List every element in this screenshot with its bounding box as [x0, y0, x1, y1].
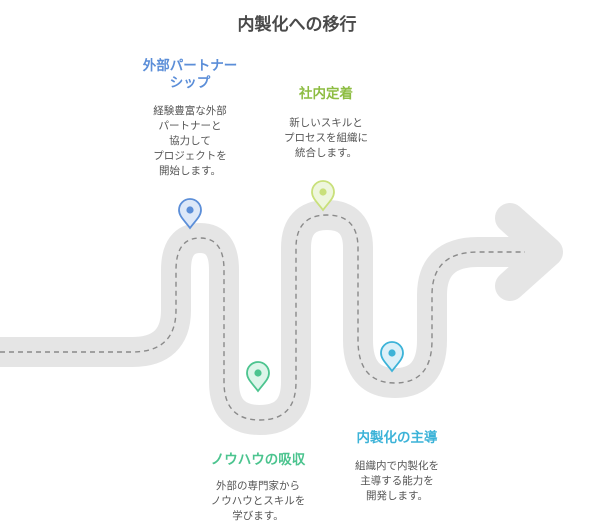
- desc-line: パートナーと: [158, 120, 222, 132]
- diagram-title: 内製化への移行: [237, 15, 357, 35]
- step-title-internal-adoption: 社内定着: [266, 86, 386, 103]
- road: [0, 200, 548, 435]
- desc-line: 組織内で内製化を: [355, 460, 439, 472]
- desc-line: 経験豊富な外部: [153, 105, 227, 117]
- map-pin-icon: [178, 198, 202, 230]
- road-arrow-head: [495, 203, 563, 301]
- desc-line: 開発します。: [366, 490, 428, 502]
- step-desc-external-partnership: 経験豊富な外部 パートナーと 協力して プロジェクトを 開始します。: [127, 104, 253, 179]
- step-title-line: 外部パートナー: [142, 58, 238, 74]
- desc-line: プロセスを組織に: [284, 132, 368, 144]
- step-desc-knowhow-absorption: 外部の専門家から ノウハウとスキルを 学びます。: [183, 479, 333, 524]
- desc-line: 主導する能力を: [360, 475, 434, 487]
- step-title-line: ノウハウの吸収: [210, 452, 306, 468]
- desc-line: 学びます。: [232, 510, 284, 522]
- step-title-line: 社内定着: [299, 86, 353, 102]
- step-title-external-partnership: 外部パートナー シップ: [115, 58, 265, 92]
- desc-line: 開始します。: [159, 165, 221, 177]
- desc-line: ノウハウとスキルを: [210, 495, 306, 507]
- desc-line: プロジェクトを: [153, 150, 227, 162]
- map-pin-icon: [311, 180, 335, 212]
- step-title-insourcing-leadership: 内製化の主導: [327, 430, 467, 447]
- road-center-line: [0, 214, 525, 421]
- step-title-line: シップ: [169, 75, 211, 91]
- step-title-knowhow-absorption: ノウハウの吸収: [188, 452, 328, 469]
- desc-line: 協力して: [169, 135, 211, 147]
- desc-line: 新しいスキルと: [289, 117, 363, 129]
- step-desc-internal-adoption: 新しいスキルと プロセスを組織に 統合します。: [261, 116, 391, 161]
- map-pin-icon: [246, 361, 270, 393]
- desc-line: 統合します。: [295, 147, 357, 159]
- map-pin-icon: [380, 341, 404, 373]
- desc-line: 外部の専門家から: [216, 480, 300, 492]
- step-title-line: 内製化の主導: [356, 430, 438, 446]
- step-desc-insourcing-leadership: 組織内で内製化を 主導する能力を 開発します。: [327, 459, 467, 504]
